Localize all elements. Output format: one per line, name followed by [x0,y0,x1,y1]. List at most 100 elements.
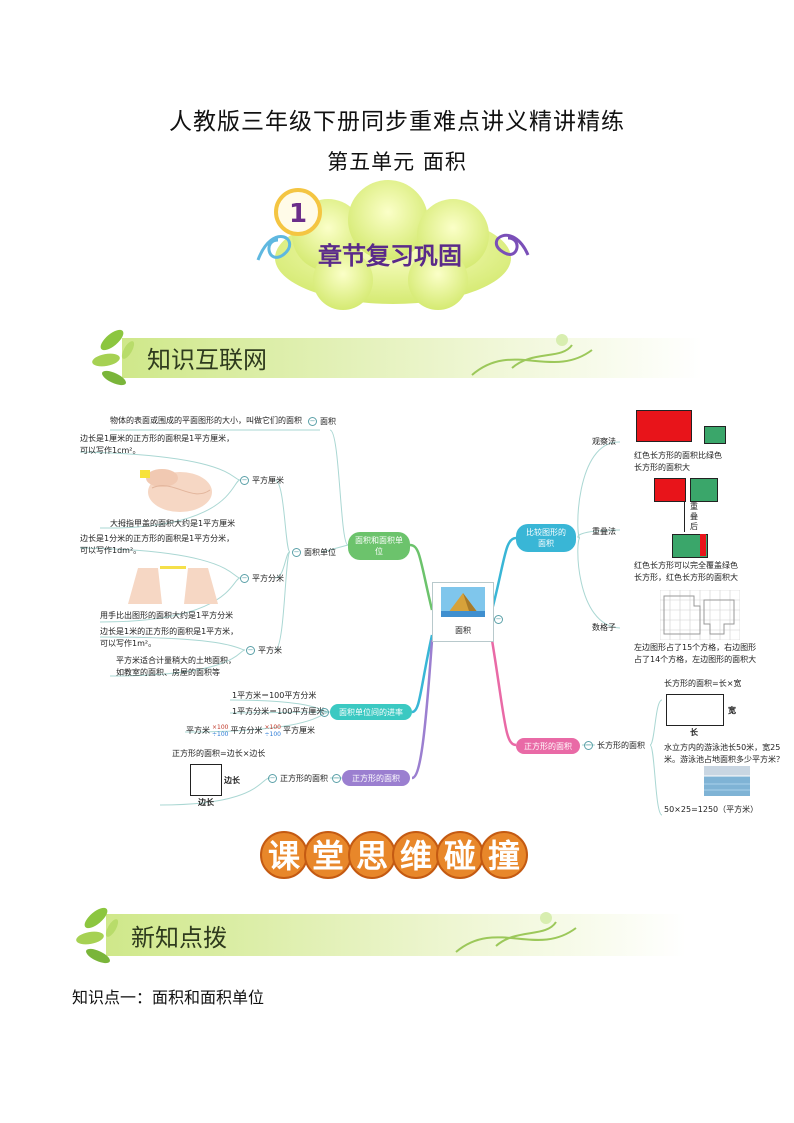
mindmap-connectors [79,429,663,816]
leaf-area-units: 面积单位 [304,548,336,557]
cta-char-text: 思 [356,837,388,875]
down-arrow [684,502,685,532]
area-definition: 物体的表面或围成的平面图形的大小，叫做它们的面积 [110,416,302,425]
chapter-number: 1 [289,199,307,229]
divide-label: ÷100 [264,731,281,738]
sqdm-caption: 用手比出图形的面积大约是1平方分米 [100,611,234,620]
node-unit-rates[interactable]: 面积单位间的进率 [330,704,412,720]
overlap-desc-2: 长方形，红色长方形的面积大 [634,573,738,582]
swirl-left [256,235,292,261]
collapse-icon[interactable]: − [292,548,301,557]
rect-width-label: 宽 [728,706,736,715]
green-rectangle [690,478,718,502]
pool-answer: 50×25=1250（平方米） [664,805,759,814]
cta-char-text: 碰 [444,837,476,875]
leaf-overlap: 重叠法 [592,527,616,536]
rectangle-shape [666,694,724,726]
overlap-arrow-label: 重叠后 [690,502,698,531]
square-side-bottom: 边长 [198,798,214,807]
knowledge-point-heading: 知识点一：面积和面积单位 [72,988,265,1007]
center-node[interactable]: 面积 [432,582,494,642]
vine-decoration [471,334,593,376]
multiply-label: ×100 [212,724,229,731]
divide-label: ÷100 [212,731,229,738]
node-label: 比较图形的面积 [526,528,566,548]
square-side-right: 边长 [224,776,240,785]
node-label: 正方形的面积 [352,773,400,783]
rate-1: 1平方米＝100平方分米 [232,691,317,700]
collapse-icon[interactable]: − [584,741,593,750]
node-square-area[interactable]: 正方形的面积 [342,770,410,786]
unit-sqm: 平方米 [186,726,210,735]
node-rect-area[interactable]: 正方形的面积 [516,738,580,754]
grid-figure [660,590,740,640]
collapse-icon[interactable]: − [308,417,317,426]
collapse-icon[interactable]: − [332,774,341,783]
sqm-note-2: 如教室的面积、房屋的面积等 [116,668,220,677]
red-rectangle [654,478,686,502]
leaf-sqcm: 平方厘米 [252,476,284,485]
node-area-and-units[interactable]: 面积和面积单位 [348,532,410,560]
grid-desc-2: 占了14个方格，左边图形的面积大 [634,655,757,664]
collapse-icon[interactable]: − [494,615,503,624]
sqdm-desc-1: 边长是1分米的正方形的面积是1平方分米， [80,534,235,543]
pool-question-2: 米。游泳池占地面积多少平方米？ [664,755,784,764]
leaf-icon [76,907,119,964]
leaf-area: 面积 [320,417,336,426]
cta-char-3: 思 [348,831,396,879]
cta-char-text: 撞 [488,837,520,875]
cta-char-2: 堂 [304,831,352,879]
classroom-thinking-heading: 课堂思维碰撞 [260,831,528,879]
cta-char-4: 维 [392,831,440,879]
green-rectangle [704,426,726,444]
multiply-label: ×100 [264,724,281,731]
collapse-icon[interactable]: − [320,708,329,717]
banner-label: 新知点拨 [131,924,227,952]
node-compare-area[interactable]: 比较图形的面积 [516,524,576,552]
leaf-sqdm: 平方分米 [252,574,284,583]
grid-desc-1: 左边图形占了15个方格，右边图形 [634,643,757,652]
chapter-label: 章节复习巩固 [318,242,462,270]
sqcm-desc-1: 边长是1厘米的正方形的面积是1平方厘米， [80,434,235,443]
leaf-grid-count: 数格子 [592,623,616,632]
banner-bar [106,914,686,956]
square-shape [190,764,222,796]
document-title: 人教版三年级下册同步重难点讲义精讲精练 [169,109,625,135]
cta-char-1: 课 [260,831,308,879]
vine-decoration [455,912,577,953]
chapter-badge: 1 章节复习巩固 [256,180,530,310]
landscape-thumbnail [441,587,485,617]
observe-desc-2: 长方形的面积大 [634,463,690,472]
collapse-icon[interactable]: − [240,476,249,485]
node-label: 面积和面积单位 [355,536,403,556]
red-rectangle [636,410,692,442]
unit-sqcm: 平方厘米 [282,726,315,735]
center-label: 面积 [455,626,471,635]
unit-subtitle: 第五单元 面积 [327,150,467,174]
swirl-right [494,233,530,256]
pool-question-1: 水立方内的游泳池长50米，宽25 [664,743,781,752]
observe-desc-1: 红色长方形的面积比绿色 [634,451,722,460]
leaf-icon [92,329,135,386]
thumb-nail-image [140,469,212,512]
collapse-icon[interactable]: − [240,574,249,583]
leaf-square-area: 正方形的面积 [280,774,328,783]
square-formula: 正方形的面积=边长×边长 [172,749,266,758]
unit-sqdm: 平方分米 [230,726,263,735]
swimming-pool-photo [704,766,750,796]
rect-formula: 长方形的面积=长×宽 [664,679,742,688]
sqdm-desc-2: 可以写作1dm²。 [80,546,142,555]
cta-char-text: 维 [400,837,432,875]
node-label: 面积单位间的进率 [339,707,403,717]
number-circle: 1 [274,188,322,236]
cta-char-text: 堂 [312,837,344,875]
banner-bar [122,338,702,378]
banner-label: 知识互联网 [147,346,267,374]
mind-map: 面积 面积和面积单位 面积单位间的进率 正方形的面积 物体的表面或围成的平面图形… [0,400,794,830]
sqm-desc-1: 边长是1米的正方形的面积是1平方米， [100,627,239,636]
sqm-desc-2: 可以写作1m²。 [100,639,157,648]
collapse-icon[interactable]: − [246,646,255,655]
node-label: 正方形的面积 [524,741,572,751]
collapse-icon[interactable]: − [268,774,277,783]
overlap-desc-1: 红色长方形可以完全覆盖绿色 [634,561,738,570]
